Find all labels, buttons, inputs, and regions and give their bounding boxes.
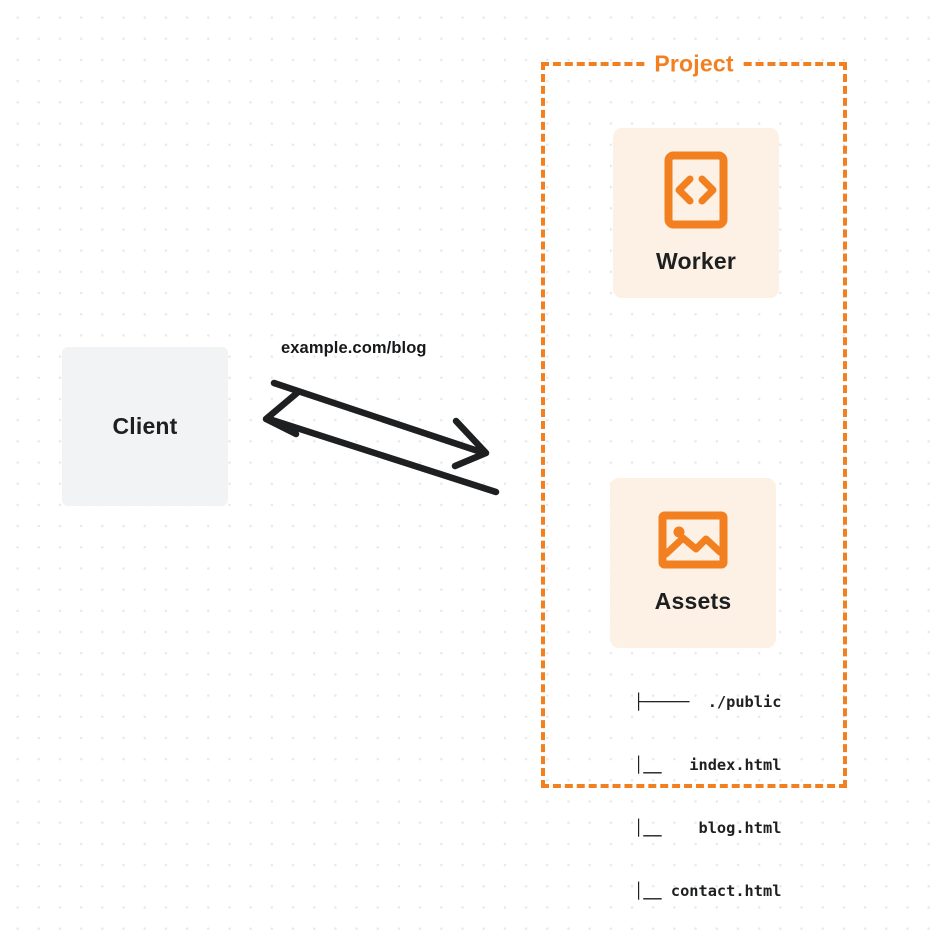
diagram-canvas: Client example.com/blog Project Worker: [62, 50, 847, 900]
tree-line: ├───── ./public: [634, 693, 782, 711]
tree-line: │__ contact.html: [588, 882, 782, 900]
image-landscape-icon: [658, 511, 728, 569]
project-container: Project: [541, 50, 847, 788]
tree-line: │__ index.html: [588, 756, 782, 774]
worker-node[interactable]: Worker: [613, 128, 779, 298]
arrow-outbound-request: [270, 379, 490, 470]
assets-label: Assets: [654, 588, 732, 614]
project-title: Project: [647, 50, 741, 78]
assets-file-tree: ├───── ./public │__ index.html │__ blog.…: [588, 650, 781, 944]
client-label: Client: [112, 413, 178, 439]
assets-node[interactable]: Assets: [610, 478, 776, 648]
tree-line: │__ blog.html: [588, 819, 782, 837]
worker-label: Worker: [655, 248, 737, 274]
client-node[interactable]: Client: [62, 347, 228, 506]
arrow-left-chevron: [262, 389, 301, 438]
arrow-right-chevron: [451, 417, 490, 470]
arrow-inbound-response: [262, 389, 500, 496]
request-url-label: example.com/blog: [281, 339, 427, 357]
code-brackets-icon: [664, 151, 728, 229]
